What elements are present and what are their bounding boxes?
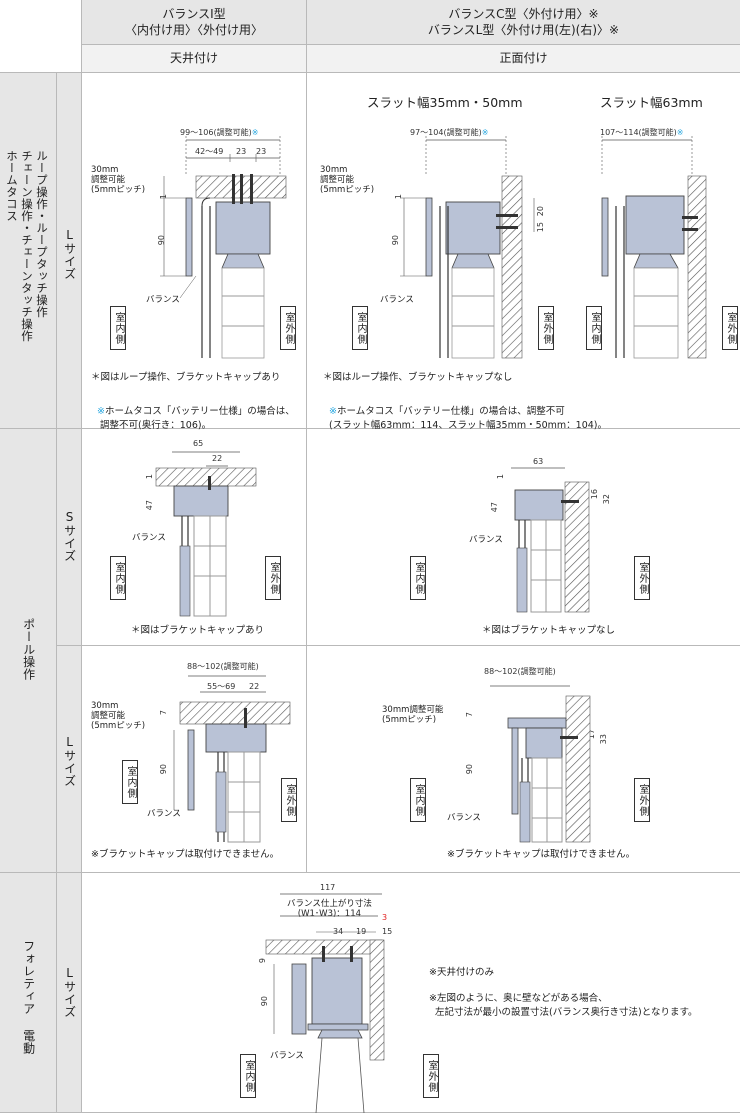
indoor-label-s2l: 室内側 [110, 556, 126, 600]
header-col1-sub: 天井付け [82, 45, 306, 72]
header-col2-text: バランスC型〈外付け用〉※ バランスL型〈外付け用(左)(右)〉※ [427, 6, 620, 37]
size-label-2: Sサイズ [62, 510, 77, 562]
adjust-label-s3r: 30mm調整可能 (5mmピッチ) [382, 705, 444, 725]
outdoor-label-a: 室外側 [280, 306, 296, 350]
size-label-1: Lサイズ [62, 228, 77, 280]
dim-b-main: 97～104(調整可能)※ [410, 128, 489, 137]
valance-label-s3r: バランス [447, 813, 481, 823]
dim-s2l-65: 65 [193, 439, 204, 448]
figure-section3-left [173, 675, 291, 843]
outdoor-label-s2l: 室外側 [265, 556, 281, 600]
size-cell-4 [57, 873, 81, 1113]
outdoor-label-s3l: 室外側 [281, 778, 297, 822]
note-s4-2: ※左図のように、奥に壁などがある場合、 左記寸法が最小の設置寸法(バランス奥行き… [429, 993, 698, 1018]
dim-c-main: 107～114(調整可能)※ [600, 128, 684, 137]
dim-s4-finish: バランス仕上がり寸法 (W1･W3)：114 [287, 899, 372, 919]
note-s2-left: ＊図はブラケットキャップあり [131, 625, 265, 636]
note-s1-left-2: ※ホームタコス「バッテリー仕様」の場合は、 調整不可(奥行き：106)。 [97, 405, 295, 431]
dim-s4-117: 117 [320, 883, 336, 892]
size-cell-2 [57, 429, 81, 645]
dim-s3l-7: 7 [159, 710, 168, 716]
dim-s2r-63: 63 [533, 457, 544, 466]
slat-title-63: スラット幅63mm [600, 95, 703, 110]
valance-label-s2l: バランス [132, 533, 166, 543]
indoor-label-s2r: 室内側 [410, 556, 426, 600]
dim-s2r-47: 47 [490, 502, 499, 513]
dim-a-sub3: 23 [256, 147, 267, 156]
group-cell-2 [0, 429, 56, 872]
valance-label-s3l: バランス [147, 809, 181, 819]
dim-s3l-sub2: 22 [249, 682, 260, 691]
dim-s2l-22: 22 [212, 454, 223, 463]
dim-s2r-32: 32 [602, 494, 611, 505]
dim-s4-19: 19 [356, 927, 367, 936]
outdoor-label-s2r: 室外側 [634, 556, 650, 600]
note-s4-1: ※天井付けのみ [429, 967, 494, 978]
indoor-label-b: 室内側 [352, 306, 368, 350]
indoor-label-a: 室内側 [110, 306, 126, 350]
dim-s3l-90: 90 [159, 764, 168, 775]
indoor-label-c: 室内側 [586, 306, 602, 350]
size-cell-3 [57, 646, 81, 872]
group-label-3: フォレティア 電動 [21, 940, 36, 1055]
dim-s3r-main: 88～102(調整可能) [484, 667, 556, 676]
header-col1-text: バランスI型 〈内付け用〉〈外付け用〉 [124, 6, 263, 37]
valance-label-s4: バランス [270, 1051, 304, 1061]
note-s1-left-1: ＊図はループ操作、ブラケットキャップあり [91, 372, 281, 383]
header-col1: バランスI型 〈内付け用〉〈外付け用〉 [82, 0, 306, 44]
indoor-label-s3l: 室内側 [122, 760, 138, 804]
note-s3-right: ※ブラケットキャップは取付けできません。 [447, 849, 636, 860]
note-s1-right-2: ※ホームタコス「バッテリー仕様」の場合は、調整不可 (スラット幅63mm：114… [329, 405, 608, 431]
outdoor-label-s4: 室外側 [423, 1054, 439, 1098]
note-s1-right-1: ＊図はループ操作、ブラケットキャップなし [323, 372, 513, 383]
group-label-2: ポール操作 [21, 618, 36, 681]
header-col2-sub: 正面付け [307, 45, 740, 72]
size-cell-1 [57, 73, 81, 428]
dim-a-main: 99～106(調整可能)※ [180, 128, 259, 137]
header-col1-sub-text: 天井付け [169, 51, 218, 66]
dim-s3r-90: 90 [465, 764, 474, 775]
note-s2-right: ＊図はブラケットキャップなし [482, 625, 616, 636]
note-s3-left: ※ブラケットキャップは取付けできません。 [91, 849, 280, 860]
figure-section1-right [601, 136, 707, 359]
group-cell-3 [0, 873, 56, 1113]
outdoor-label-c: 室外側 [722, 306, 738, 350]
size-label-3: Lサイズ [62, 735, 77, 787]
size-label-4: Lサイズ [62, 966, 77, 1018]
dim-s3r-7: 7 [465, 712, 474, 718]
figure-section2-right [511, 467, 590, 613]
adjust-label-s3l: 30mm 調整可能 (5mmピッチ) [91, 701, 146, 731]
outdoor-label-b: 室外側 [538, 306, 554, 350]
adjust-label-a: 30mm 調整可能 (5mmピッチ) [91, 165, 146, 195]
figure-section3-right [490, 685, 591, 843]
dim-a-sub1: 42～49 [195, 147, 224, 156]
dim-s2r-1: 1 [496, 474, 505, 480]
adjust-label-b: 30mm 調整可能 (5mmピッチ) [320, 165, 375, 195]
dim-s3r-33: 33 [599, 734, 608, 745]
figure-section2-left [155, 451, 257, 617]
valance-label-a: バランス [146, 295, 180, 305]
group-cell-1 [0, 73, 56, 428]
header-col2-sub-text: 正面付け [499, 51, 548, 66]
figure-section1-left [160, 136, 287, 359]
dim-s2l-47: 47 [145, 500, 154, 511]
outdoor-label-s3r: 室外側 [634, 778, 650, 822]
valance-label-b: バランス [380, 295, 414, 305]
figure-section4 [265, 893, 385, 1113]
slat-title-35-50: スラット幅35mm・50mm [367, 95, 523, 110]
dim-s3l-sub1: 55～69 [207, 682, 236, 691]
header-col2: バランスC型〈外付け用〉※ バランスL型〈外付け用(左)(右)〉※ [307, 0, 740, 44]
dim-s4-34: 34 [333, 927, 344, 936]
indoor-label-s3r: 室内側 [410, 778, 426, 822]
indoor-label-s4: 室内側 [240, 1054, 256, 1098]
figure-section1-mid [400, 136, 535, 359]
dim-s3l-main: 88～102(調整可能) [187, 662, 259, 671]
dim-a-sub2: 23 [236, 147, 247, 156]
dim-s2l-1: 1 [145, 474, 154, 480]
dim-s4-15: 15 [382, 927, 393, 936]
valance-label-s2r: バランス [469, 535, 503, 545]
dim-s4-3: 3 [382, 913, 388, 922]
group-label-1: ループ操作・ループタッチ操作 チェーン操作・チェーンタッチ操作 ホームタコス [5, 150, 49, 342]
